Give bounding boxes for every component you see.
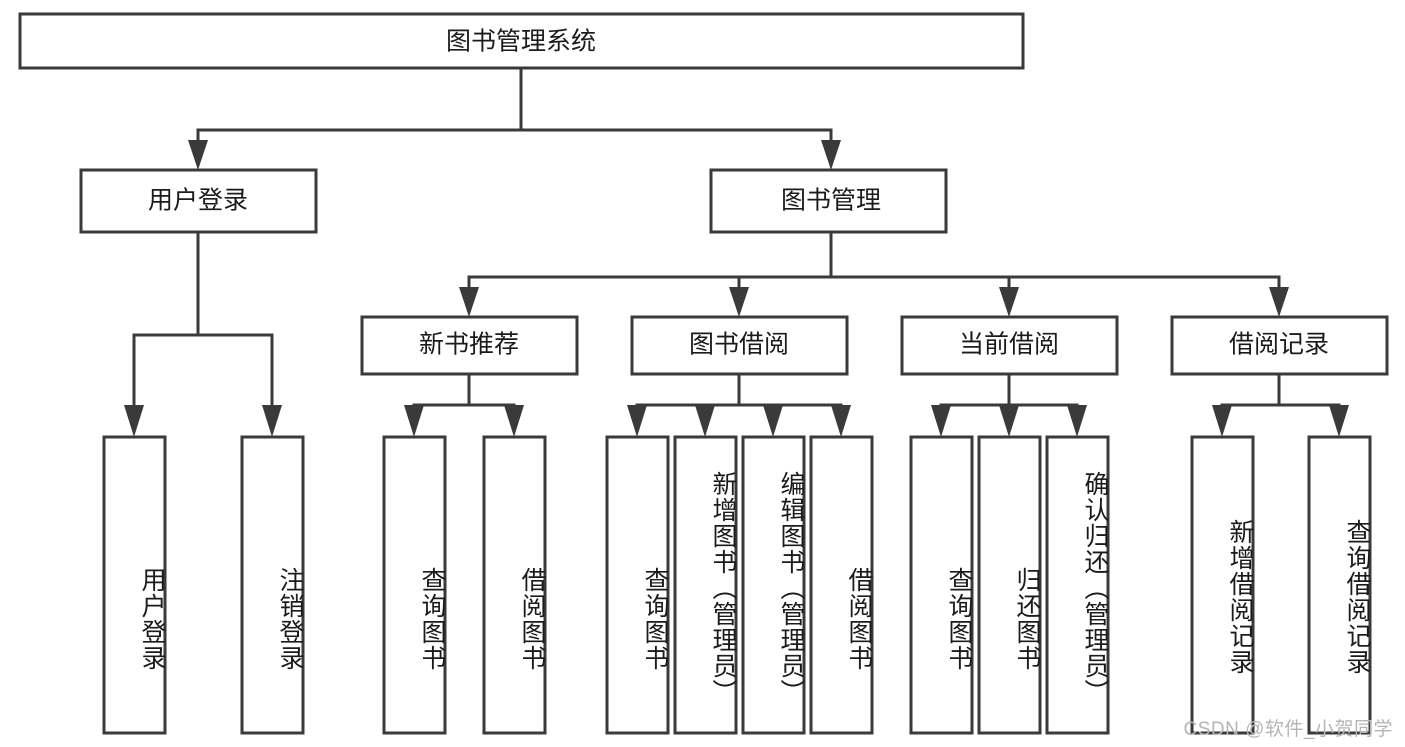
leaf-box-user-logout[interactable] (240, 435, 305, 735)
leaf-box-add-book[interactable] (673, 435, 738, 735)
node-borrow-record[interactable]: 借阅记录 (1170, 315, 1389, 376)
connector-book-manage-to-level3 (459, 230, 1289, 317)
arrow-head-icon (999, 405, 1019, 437)
node-book-borrow[interactable]: 图书借阅 (630, 315, 849, 376)
connector-user-login-to-leaves (124, 230, 282, 437)
arrow-head-icon (262, 405, 282, 437)
node-user-login-label: 用户登录 (148, 187, 248, 215)
connector-borrow-record-to-leaves (1212, 372, 1349, 437)
node-new-book-recommend-label: 新书推荐 (419, 331, 519, 359)
connector-book-borrow-to-leaves (627, 372, 851, 437)
arrow-head-icon (1329, 405, 1349, 437)
connector-current-borrow-to-leaves (931, 372, 1087, 437)
leaf-box-query-book-2[interactable] (605, 435, 670, 735)
leaf-box-confirm-return[interactable] (1045, 435, 1110, 735)
node-root-label: 图书管理系统 (446, 28, 596, 56)
arrow-head-icon (931, 405, 951, 437)
leaf-box-user-login[interactable] (102, 435, 167, 735)
node-book-manage[interactable]: 图书管理 (709, 168, 948, 234)
node-book-borrow-label: 图书借阅 (689, 331, 789, 359)
leaf-box-borrow-book-1[interactable] (482, 435, 547, 735)
node-current-borrow[interactable]: 当前借阅 (900, 315, 1119, 376)
node-new-book-recommend[interactable]: 新书推荐 (360, 315, 579, 376)
node-current-borrow-label: 当前借阅 (959, 331, 1059, 359)
arrow-head-icon (999, 287, 1019, 317)
leaf-box-query-record[interactable] (1307, 435, 1372, 735)
leaf-box-borrow-book-2[interactable] (809, 435, 874, 735)
arrow-head-icon (404, 405, 424, 437)
node-borrow-record-label: 借阅记录 (1229, 331, 1329, 359)
arrow-head-icon (695, 405, 715, 437)
arrow-head-icon (1269, 287, 1289, 317)
node-root-book-management-system[interactable]: 图书管理系统 (18, 12, 1025, 70)
arrow-head-icon (459, 287, 479, 317)
connector-root-to-level2 (188, 66, 841, 170)
arrow-head-icon (831, 405, 851, 437)
leaf-box-query-book-3[interactable] (909, 435, 974, 735)
leaf-box-return-book[interactable] (977, 435, 1042, 735)
arrow-head-icon (504, 405, 524, 437)
node-book-manage-label: 图书管理 (781, 187, 881, 215)
arrow-head-icon (729, 287, 749, 317)
arrow-head-icon (1212, 405, 1232, 437)
arrow-head-icon (124, 405, 144, 437)
arrow-head-icon (1067, 405, 1087, 437)
csdn-watermark: CSDN @软件_小贺同学 (1183, 719, 1393, 740)
leaf-box-add-record[interactable] (1190, 435, 1255, 735)
leaf-box-query-book-1[interactable] (382, 435, 447, 735)
arrow-head-icon (763, 405, 783, 437)
leaf-box-edit-book[interactable] (741, 435, 806, 735)
arrow-head-icon (188, 140, 208, 170)
node-user-login[interactable]: 用户登录 (79, 168, 318, 234)
connector-new-book-recommend-to-leaves (404, 372, 524, 437)
arrow-head-icon (821, 140, 841, 170)
arrow-head-icon (627, 405, 647, 437)
